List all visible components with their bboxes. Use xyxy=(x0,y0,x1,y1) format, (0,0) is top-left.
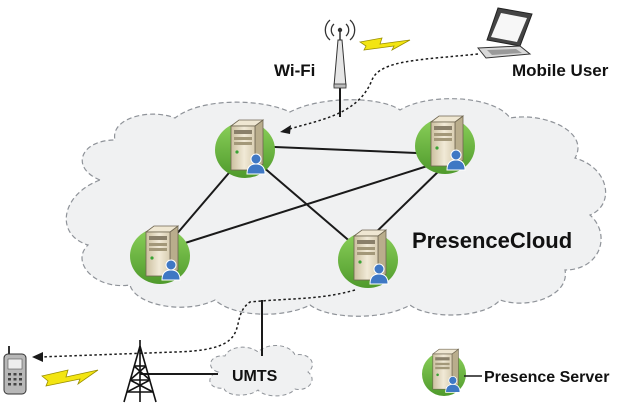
umts-label: UMTS xyxy=(232,368,278,385)
lightning-signal-icon xyxy=(358,37,411,51)
legend-server xyxy=(422,348,466,396)
umts-path-arrowhead xyxy=(32,352,43,362)
cloud-name-label: PresenceCloud xyxy=(412,228,572,253)
link-top-left-to-right xyxy=(251,145,441,155)
mobile-user-label: Mobile User xyxy=(512,61,609,80)
mobile-phone-icon xyxy=(3,346,27,395)
wifi-antenna-icon xyxy=(324,19,356,89)
presence-server-icon xyxy=(145,225,181,281)
presence-server-bottom-left xyxy=(130,225,190,284)
presence-server-center xyxy=(338,229,398,288)
laptop-icon xyxy=(476,7,533,59)
presence-server-top-right xyxy=(415,115,475,174)
presence-server-icon xyxy=(230,119,266,175)
presence-server-top-left xyxy=(215,119,275,178)
umts-path xyxy=(39,289,356,358)
presence-cloud-shape xyxy=(65,98,607,317)
presence-server-icon xyxy=(432,348,461,393)
umts-cloud-shape xyxy=(209,345,313,397)
presence-server-icon xyxy=(430,115,466,171)
mobility-paths xyxy=(39,53,479,358)
lightning-signal-icon xyxy=(41,369,99,387)
legend-label: Presence Server xyxy=(484,369,609,386)
presence-server-icon xyxy=(353,229,389,285)
wifi-path xyxy=(285,53,479,131)
wifi-path-arrowhead xyxy=(280,125,291,134)
link-top-right-to-bottom-left xyxy=(162,161,441,251)
wifi-label: Wi-Fi xyxy=(274,61,315,80)
cell-tower-icon xyxy=(123,340,157,403)
link-top-right-to-center xyxy=(367,164,446,241)
